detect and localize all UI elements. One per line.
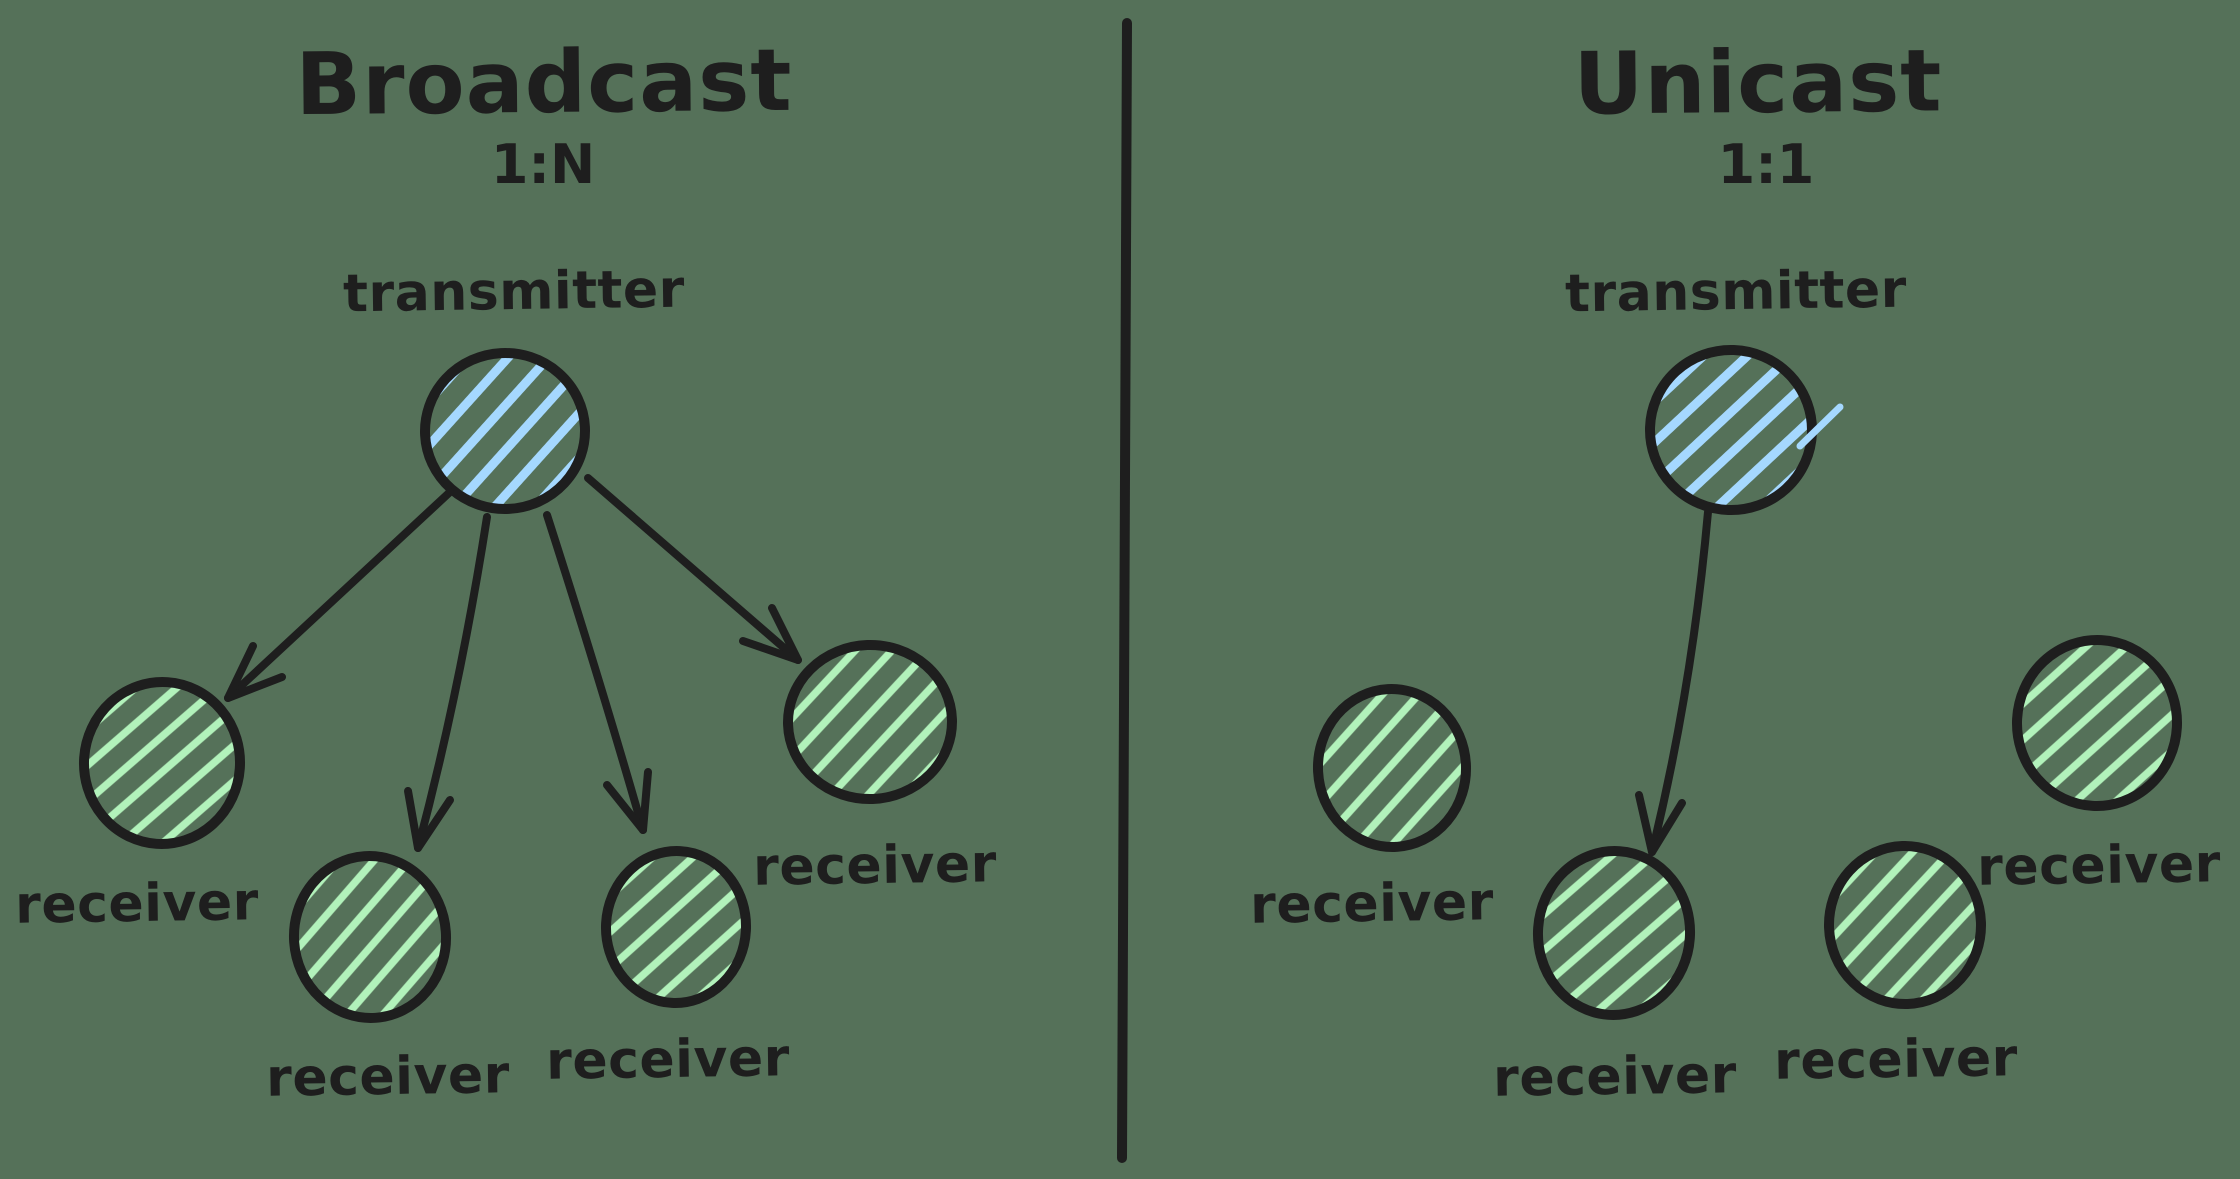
broadcast-receiver-node-4 (783, 639, 957, 805)
broadcast-ratio: 1:N (490, 133, 596, 196)
broadcast-panel-graphics (78, 347, 957, 1023)
unicast-receiver-label-2: receiver (1492, 1045, 1738, 1109)
broadcast-receiver-label-2: receiver (265, 1045, 511, 1109)
panel-divider-line (1117, 18, 1132, 1163)
broadcast-receiver-node-2 (288, 851, 452, 1023)
unicast-receiver-node-3 (1823, 841, 1987, 1009)
unicast-receiver-label-4: receiver (1976, 834, 2222, 898)
broadcast-transmitter-label: transmitter (342, 259, 686, 325)
unicast-panel-graphics (1312, 344, 2183, 1020)
unicast-transmitter-label: transmitter (1564, 259, 1908, 325)
unicast-transmitter-hatch-overshoot (1796, 403, 1844, 450)
broadcast-receiver-node-1 (78, 677, 246, 849)
unicast-receiver-node-2 (1532, 846, 1696, 1020)
broadcast-arrow-3 (543, 511, 652, 834)
unicast-arrow (1635, 508, 1712, 856)
broadcast-arrow-1 (224, 488, 454, 702)
unicast-receiver-node-1 (1312, 684, 1472, 852)
unicast-receiver-label-1: receiver (1249, 872, 1495, 936)
broadcast-arrow-4 (584, 474, 802, 664)
unicast-receiver-label-3: receiver (1773, 1028, 2019, 1092)
broadcast-arrow-2 (404, 513, 491, 852)
broadcast-receiver-node-3 (600, 846, 752, 1008)
broadcast-title: Broadcast (295, 30, 793, 136)
broadcast-receiver-label-3: receiver (545, 1028, 791, 1092)
unicast-title: Unicast (1573, 31, 1943, 135)
unicast-transmitter-node (1645, 344, 1817, 516)
unicast-ratio: 1:1 (1717, 133, 1815, 196)
unicast-receiver-node-4 (2011, 635, 2183, 811)
broadcast-receiver-label-1: receiver (14, 872, 260, 936)
broadcast-transmitter-node (420, 347, 590, 515)
broadcast-receiver-label-4: receiver (752, 834, 998, 898)
